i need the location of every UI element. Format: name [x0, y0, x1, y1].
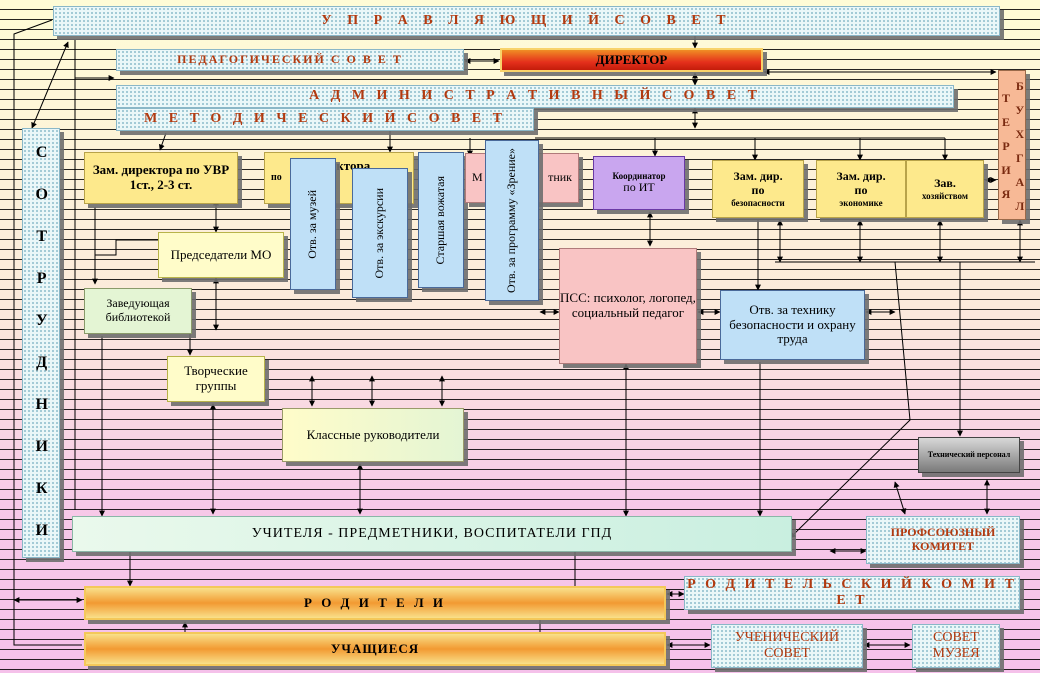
metod-sovet: М Е Т О Д И Ч Е С К И Й С О В Е Т [116, 108, 534, 131]
uchenicheskiy-sovet: УЧЕНИЧЕСКИЙ СОВЕТ [711, 624, 863, 668]
tvorcheskie-gruppy: Творческие группы [167, 356, 265, 402]
otv-zrenie: Отв. за программу «Зрение» [485, 140, 539, 301]
zav-hozyaistvom: Зав. хозяйством [906, 160, 984, 218]
admin-sovet: А Д М И Н И С Т Р А Т И В Н Ы Й С О В Е … [116, 85, 954, 108]
pss: ПСС: психолог, логопед, социальный педаг… [559, 248, 697, 364]
zam-bezopasnost: Зам. дир. по безопасности [712, 160, 804, 218]
rodkom: Р О Д И Т Е Л Ь С К И Й К О М И Т Е Т [684, 576, 1020, 610]
zam-uvr: Зам. директора по УВР 1ст., 2-3 ст. [84, 152, 238, 204]
director: ДИРЕКТОР [500, 48, 763, 72]
roditeli: Р О Д И Т Е Л И [84, 586, 666, 620]
ped-sovet: ПЕДАГОГИЧЕСКИЙ С О В Е Т [116, 49, 464, 71]
vozhataya: Старшая вожатая [418, 152, 464, 288]
sovet-muzeya: СОВЕТ МУЗЕЯ [912, 624, 1000, 668]
otv-ohrana-truda: Отв. за технику безопасности и охрану тр… [720, 290, 865, 360]
koordinator-it: Координатор по ИТ [593, 156, 685, 210]
upravl-sovet: У П Р А В Л Я Ю Щ И Й С О В Е Т [53, 6, 1000, 36]
zav-biblioteka: Заведующая библиотекой [84, 288, 192, 334]
uchitelya: УЧИТЕЛЯ - ПРЕДМЕТНИКИ, ВОСПИТАТЕЛИ ГПД [72, 516, 792, 552]
profkom: ПРОФСОЮЗНЫЙ КОМИТЕТ [866, 516, 1020, 564]
zam-ekonomika: Зам. дир. по экономике [816, 160, 906, 218]
predsedateli-mo: Председатели МО [158, 232, 284, 278]
buhgalteriya: Б У Х Г А Л Т Е Р И Я [998, 70, 1027, 220]
klassnye-rukovoditeli: Классные руководители [282, 408, 464, 462]
otv-ekskurs: Отв. за экскурсии [352, 168, 408, 298]
sotrudniki: С О Т Р У Д Н И К И [22, 128, 60, 558]
tech-personal: Технический персонал [918, 437, 1020, 473]
otv-muzey: Отв. за музей [290, 158, 336, 290]
uchaschiesya: УЧАЩИЕСЯ [84, 632, 666, 666]
